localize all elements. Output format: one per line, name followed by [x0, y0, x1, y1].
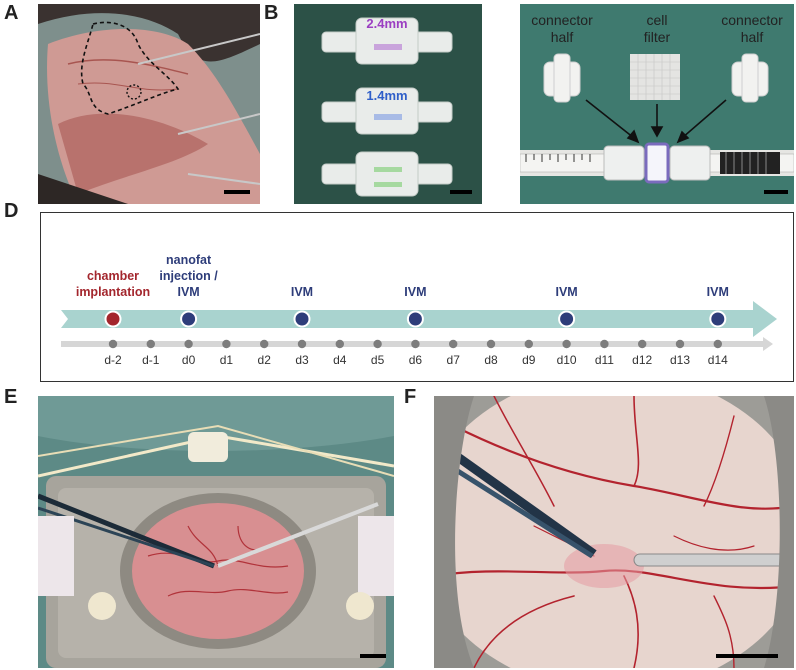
- event-label-d6: IVM: [404, 285, 426, 299]
- cell-filter-label: cell filter: [643, 12, 671, 45]
- day-tick-d8: [486, 339, 496, 349]
- day-tick-d14: [713, 339, 722, 349]
- event-marker-d-2: [104, 310, 122, 328]
- panel-a-photo: [38, 4, 260, 204]
- scale-bar: [764, 190, 788, 194]
- day-tick-d11: [600, 339, 609, 349]
- skinfold-photo-illustration: [38, 4, 260, 204]
- day-tick-d0: [184, 339, 193, 349]
- scale-bar: [450, 190, 472, 194]
- day-label-d13: d13: [670, 353, 690, 367]
- day-label-d2: d2: [258, 353, 272, 367]
- connectors-photo-illustration: 2.4mm 1.4mm: [294, 4, 482, 204]
- panel-f-photo: [434, 396, 794, 668]
- day-label-d14: d14: [708, 353, 728, 367]
- chamber-outline: [80, 21, 180, 115]
- scale-bar: [716, 654, 778, 658]
- day-label-d4: d4: [333, 353, 347, 367]
- event-marker-d0: [180, 310, 198, 328]
- day-label-d7: d7: [447, 353, 461, 367]
- panel-b-photo: 2.4mm 1.4mm: [294, 4, 482, 204]
- day-tick-d10: [562, 339, 571, 349]
- day-label-d5: d5: [371, 353, 385, 367]
- panel-e-photo: [38, 396, 394, 668]
- day-tick-d6: [411, 339, 420, 349]
- event-marker-d10: [558, 310, 576, 328]
- assembly-photo-illustration: [520, 4, 794, 204]
- connector-label-2-4mm: 2.4mm: [366, 16, 407, 31]
- panel-label-f: F: [404, 386, 417, 408]
- day-tick-d3: [297, 339, 307, 349]
- event-marker-d6: [406, 310, 424, 328]
- event-label-d3: IVM: [291, 285, 313, 299]
- day-tick-d5: [373, 339, 382, 349]
- event-label-d10: IVM: [555, 285, 577, 299]
- scale-bar: [224, 190, 250, 194]
- day-label-d9: d9: [522, 353, 536, 367]
- timeline-panel: d-2 d-1 d0 d1 d2 d3 d4 d5 d6 d7 d8 d9 d10 d11 d12 d13 d1…: [40, 212, 794, 382]
- day-tick-d2: [260, 339, 269, 349]
- event-marker-d3: [293, 310, 311, 328]
- day-tick-d-2: [108, 339, 118, 349]
- chamber-photo-illustration: [38, 396, 394, 668]
- panel-c-photo: connector half cell filter connector hal…: [520, 4, 794, 204]
- panel-label-e: E: [4, 386, 18, 408]
- day-label-d1: d1: [220, 353, 234, 367]
- day-tick-d4: [335, 339, 344, 349]
- day-label-d12: d12: [632, 353, 652, 367]
- day-tick-d13: [675, 339, 685, 349]
- timeline-graphic: d-2 d-1 d0 d1 d2 d3 d4 d5 d6 d7 d8 d9 d10 d11 d12 d13 d1…: [61, 253, 777, 367]
- day-tick-d9: [524, 339, 533, 349]
- panel-label-d: D: [4, 200, 19, 222]
- connector-half-right-label: connector half: [721, 12, 783, 45]
- scale-bar: [360, 654, 386, 658]
- day-label-d10: d10: [557, 353, 577, 367]
- day-tick-d-1: [146, 339, 155, 349]
- day-label-d-1: d-1: [142, 353, 160, 367]
- day-tick-d1: [222, 339, 231, 349]
- day-label-d8: d8: [484, 353, 498, 367]
- day-label-d0: d0: [182, 353, 196, 367]
- day-label-d-2: d-2: [104, 353, 122, 367]
- day-label-d11: d11: [595, 353, 614, 367]
- panel-label-a: A: [4, 2, 19, 24]
- day-tick-d7: [449, 339, 458, 349]
- vasculature-photo-illustration: [434, 396, 794, 668]
- event-label-d14: IVM: [707, 285, 729, 299]
- day-label-d6: d6: [409, 353, 423, 367]
- connector-half-left-label: connector half: [531, 12, 593, 45]
- connector-label-1-4mm: 1.4mm: [366, 88, 407, 103]
- panel-label-b: B: [264, 2, 279, 24]
- event-marker-d14: [709, 310, 727, 328]
- day-label-d3: d3: [295, 353, 309, 367]
- day-tick-d12: [638, 339, 647, 349]
